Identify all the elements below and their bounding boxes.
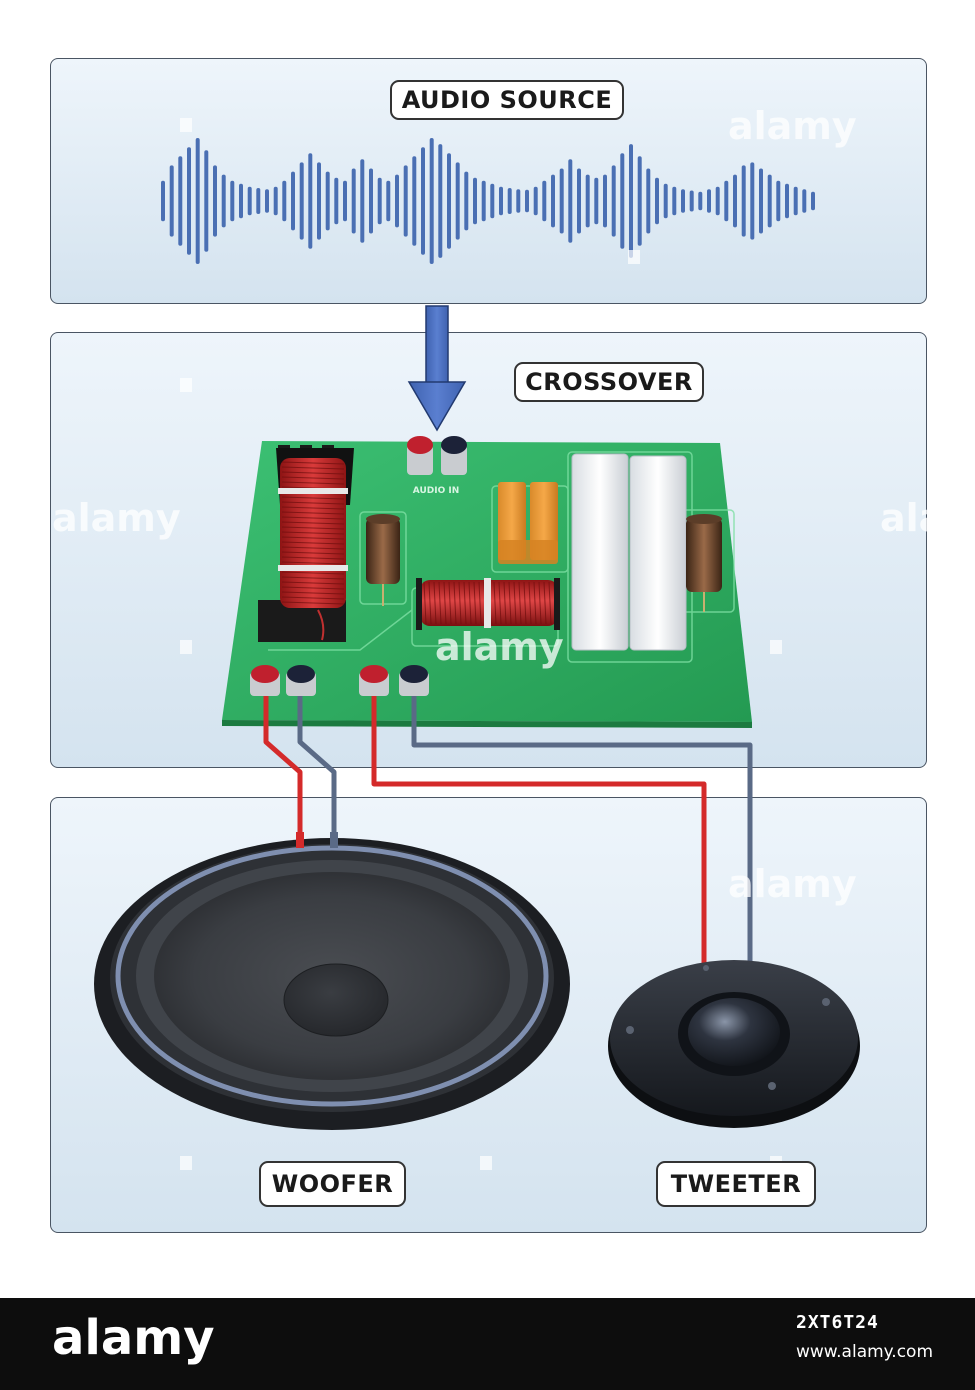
audio-source-label: AUDIO SOURCE: [390, 80, 624, 120]
capacitor-left: [366, 514, 400, 606]
image-id: 2XT6T24: [796, 1312, 879, 1333]
audio-in-terminals: [407, 436, 467, 475]
audio-in-label: AUDIO IN: [413, 486, 459, 496]
watermark-mark: [628, 250, 640, 264]
capacitor-right: [686, 514, 722, 612]
watermark-mark: [180, 118, 192, 132]
watermark: alamy: [435, 625, 564, 669]
watermark-mark: [180, 378, 192, 392]
watermark-mark: [180, 1156, 192, 1170]
stock-footer: alamy 2XT6T24 www.alamy.com: [0, 1298, 975, 1390]
film-capacitors: [498, 482, 558, 564]
watermark-mark: [770, 640, 782, 654]
tweeter-speaker: [608, 960, 860, 1128]
watermark: alamy: [880, 496, 975, 540]
crossover-label: CROSSOVER: [514, 362, 704, 402]
watermark-mark: [180, 640, 192, 654]
footer-url: www.alamy.com: [796, 1342, 934, 1362]
watermark-mark: [480, 1156, 492, 1170]
tweeter-inductor: [416, 578, 560, 630]
bass-inductor: [258, 445, 354, 642]
woofer-label: WOOFER: [259, 1161, 406, 1207]
audio-waveform: [161, 138, 815, 264]
watermark: alamy: [728, 104, 857, 148]
woofer-speaker: [94, 832, 570, 1130]
watermark: alamy: [728, 862, 857, 906]
diagram-canvas: AUDIO IN: [94, 138, 860, 1130]
speaker-wires: [263, 688, 753, 965]
signal-arrow: [407, 305, 467, 432]
power-resistors: [571, 453, 687, 651]
tweeter-label: TWEETER: [656, 1161, 816, 1207]
footer-logo: alamy: [52, 1310, 215, 1366]
speaker-output-terminals: [250, 665, 429, 696]
watermark: alamy: [52, 496, 181, 540]
